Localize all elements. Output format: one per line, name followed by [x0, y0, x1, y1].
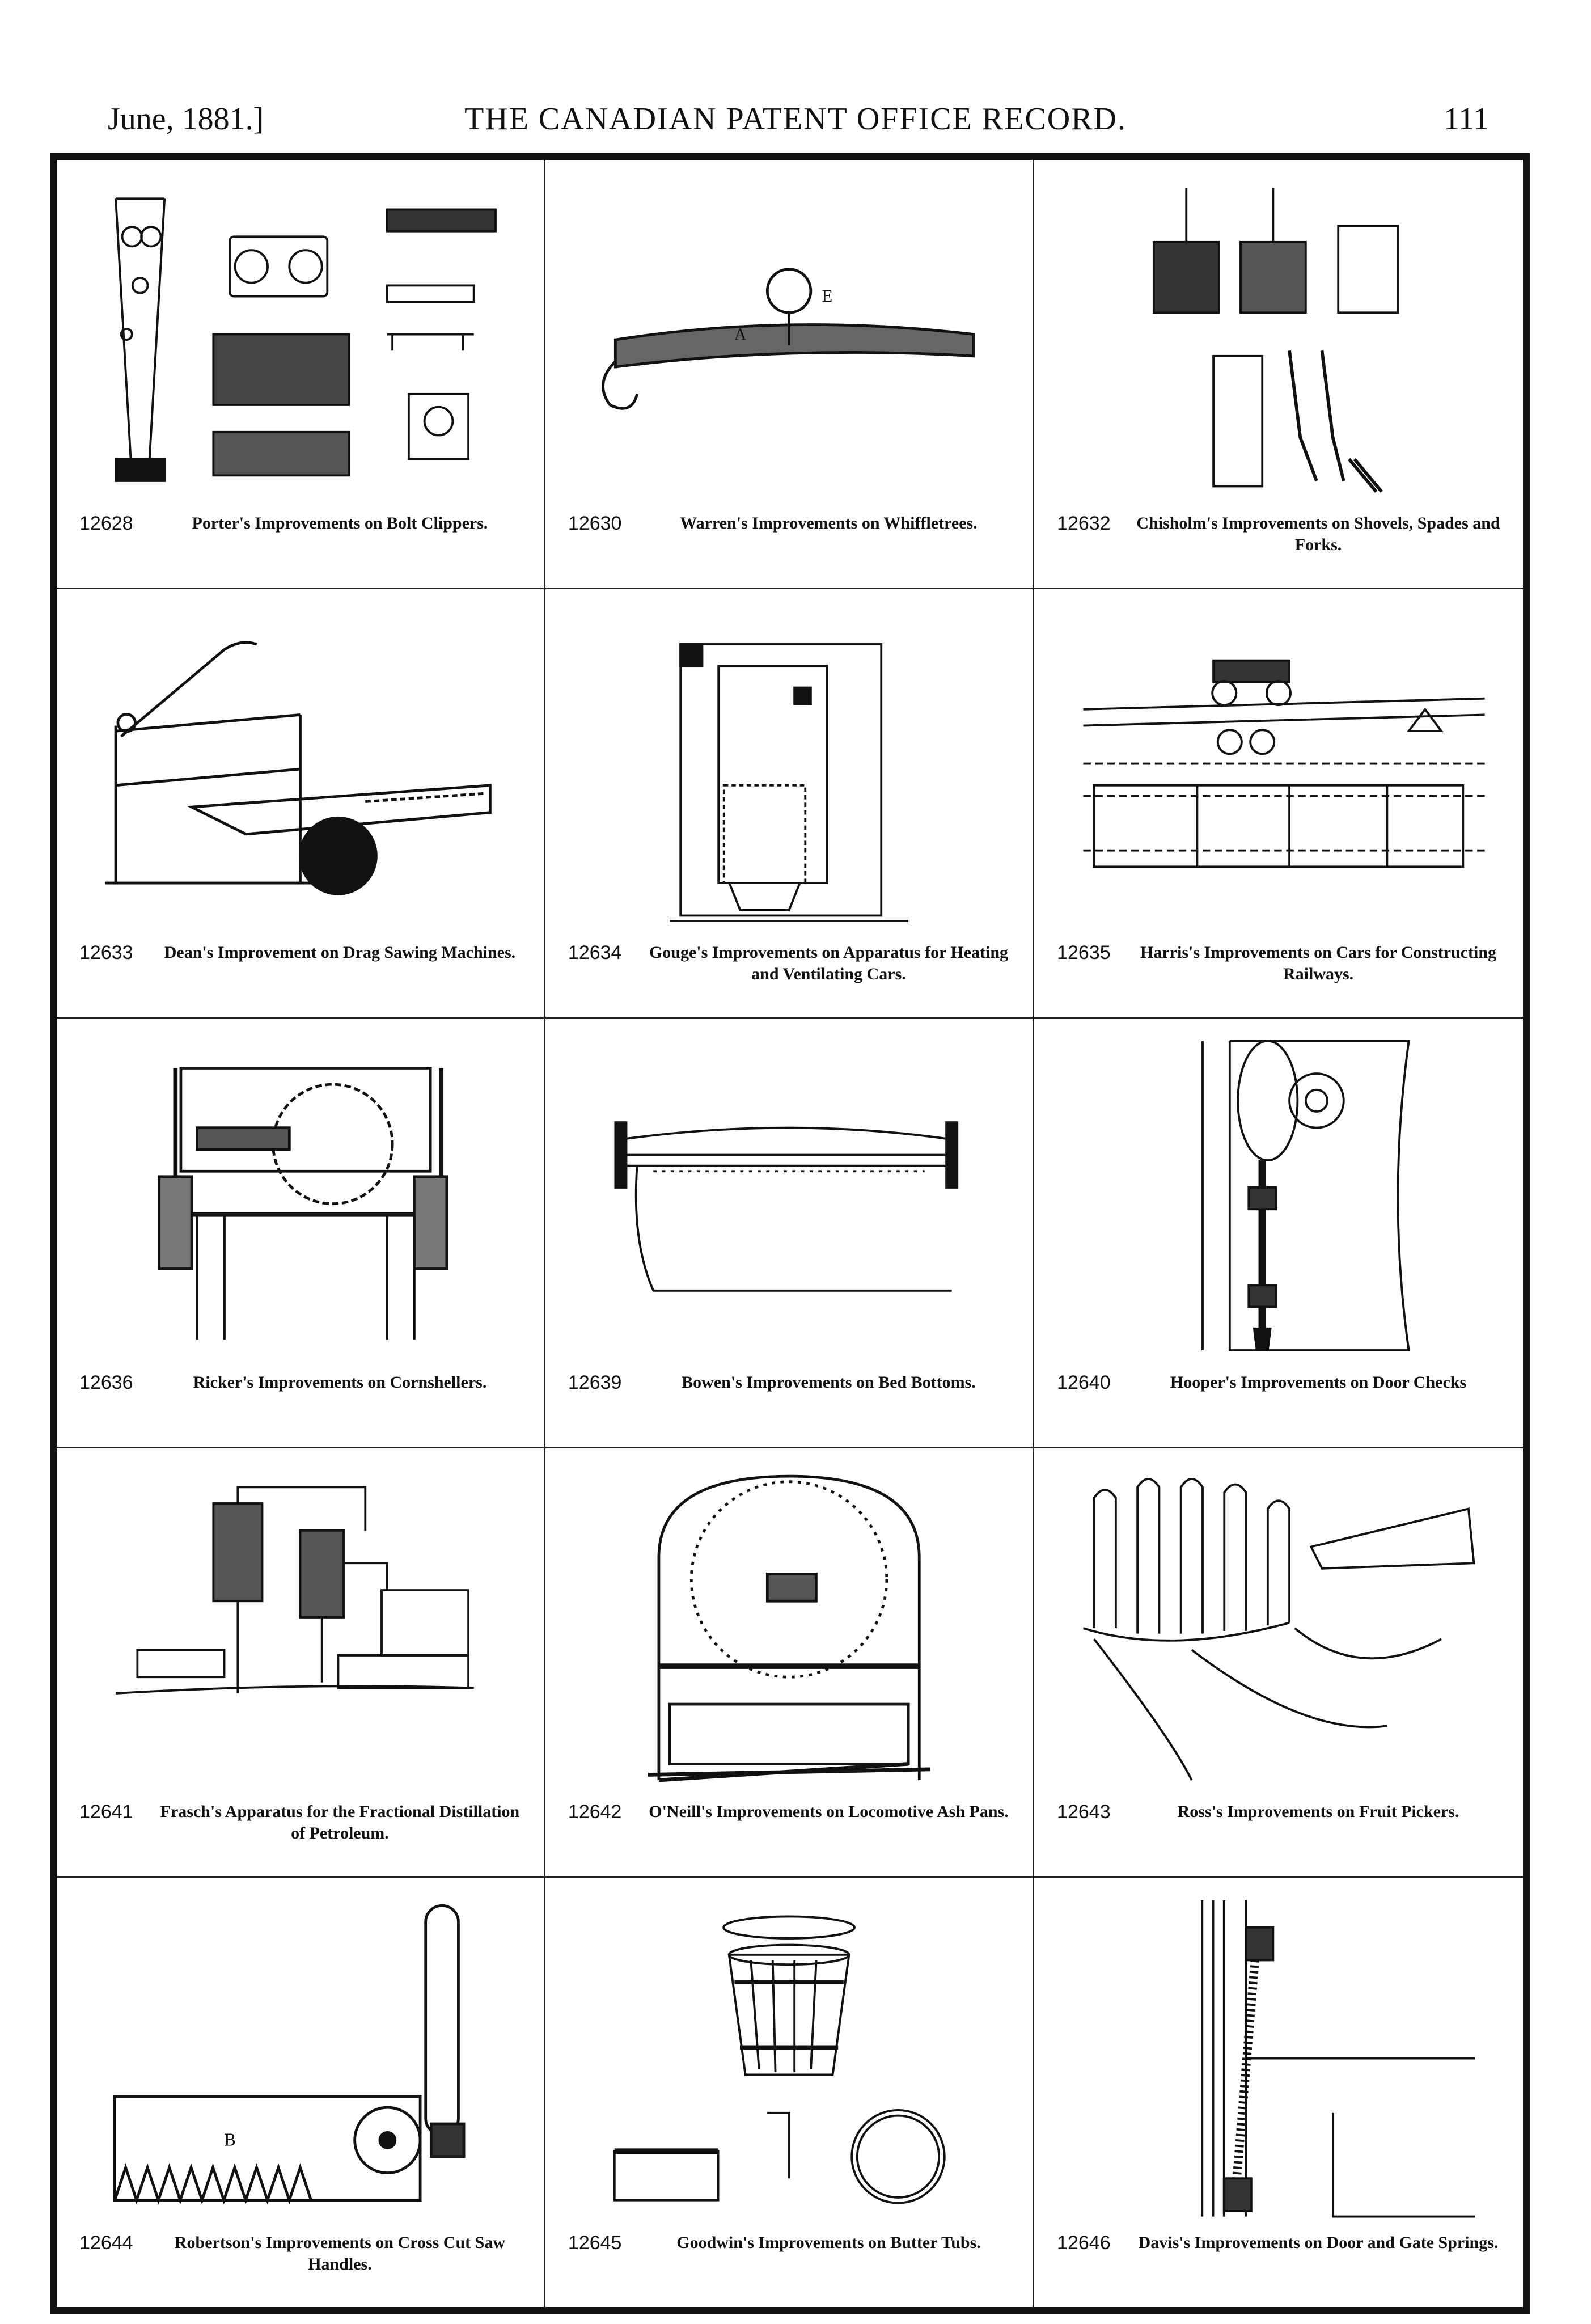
patent-title: Dean's Improvement on Drag Sawing Machin… — [164, 943, 516, 962]
page-border — [50, 153, 1530, 2314]
patent-title: Goodwin's Improvements on Butter Tubs. — [676, 2233, 981, 2252]
patent-number: 12635 — [1057, 942, 1111, 964]
patent-cell-railway-cars: 12635 Harris's Improvements on Cars for … — [1034, 589, 1523, 1019]
patent-title: Gouge's Improvements on Apparatus for He… — [649, 943, 1009, 984]
patent-cell-cornshellers: 12636 Ricker's Improvements on Cornshell… — [57, 1019, 545, 1448]
patent-number: 12646 — [1057, 2232, 1111, 2254]
patent-number: 12640 — [1057, 1371, 1111, 1393]
patent-number: 12634 — [568, 942, 622, 964]
patent-number: 12641 — [79, 1801, 133, 1823]
distillation-apparatus-illustration — [74, 1465, 527, 1791]
svg-text:B: B — [224, 2130, 236, 2149]
patent-title: Ross's Improvements on Fruit Pickers. — [1177, 1802, 1459, 1821]
patent-number: 12632 — [1057, 513, 1111, 535]
patent-title: Bowen's Improvements on Bed Bottoms. — [682, 1372, 976, 1392]
patent-cell-fruit-pickers: 12643 Ross's Improvements on Fruit Picke… — [1034, 1448, 1523, 1878]
door-spring-illustration — [1051, 1895, 1506, 2222]
header-date: June, 1881.] — [108, 102, 264, 137]
bed-bottom-illustration — [562, 1036, 1015, 1361]
patent-title: Robertson's Improvements on Cross Cut Sa… — [174, 2233, 505, 2274]
patent-cell-heating-cars: 12634 Gouge's Improvements on Apparatus … — [545, 589, 1035, 1019]
svg-text:E: E — [822, 288, 833, 306]
patent-number: 12636 — [79, 1371, 133, 1393]
bolt-clippers-illustration — [74, 177, 527, 502]
patent-title: Warren's Improvements on Whiffletrees. — [680, 514, 978, 533]
patent-title: Chisholm's Improvements on Shovels, Spad… — [1136, 514, 1500, 555]
patent-number: 12639 — [568, 1371, 622, 1393]
patent-cell-distillation: 12641 Frasch's Apparatus for the Fractio… — [57, 1448, 545, 1878]
butter-tub-illustration — [562, 1895, 1015, 2222]
patent-cell-saw-handles: B 12644 Robertson's Improvements on Cros… — [57, 1877, 545, 2307]
patent-number: 12645 — [568, 2232, 622, 2254]
patent-cell-shovels: 12632 Chisholm's Improvements on Shovels… — [1034, 160, 1523, 590]
patent-cell-door-checks: 12640 Hooper's Improvements on Door Chec… — [1034, 1019, 1523, 1448]
patent-title: Hooper's Improvements on Door Checks — [1170, 1372, 1467, 1392]
patent-cell-bed-bottoms: 12639 Bowen's Improvements on Bed Bottom… — [545, 1019, 1035, 1448]
ash-pan-illustration — [562, 1465, 1015, 1791]
patent-title: Ricker's Improvements on Cornshellers. — [193, 1372, 487, 1392]
door-check-illustration — [1051, 1036, 1506, 1361]
patent-title: Davis's Improvements on Door and Gate Sp… — [1138, 2233, 1499, 2252]
patent-cell-ash-pans: 12642 O'Neill's Improvements on Locomoti… — [545, 1448, 1035, 1878]
patent-grid: 12628 Porter's Improvements on Bolt Clip… — [57, 160, 1523, 2307]
patent-cell-butter-tubs: 12645 Goodwin's Improvements on Butter T… — [545, 1877, 1035, 2307]
patent-number: 12642 — [568, 1801, 622, 1823]
patent-title: Porter's Improvements on Bolt Clippers. — [192, 514, 488, 533]
patent-cell-door-springs: 12646 Davis's Improvements on Door and G… — [1034, 1878, 1523, 2307]
shovels-illustration — [1051, 177, 1506, 502]
patent-number: 12644 — [79, 2232, 133, 2254]
svg-text:A: A — [734, 326, 746, 344]
railway-cars-illustration — [1051, 606, 1506, 932]
patent-title: O'Neill's Improvements on Locomotive Ash… — [649, 1802, 1009, 1821]
patent-title: Harris's Improvements on Cars for Constr… — [1140, 943, 1497, 984]
saw-handle-illustration: B — [74, 1895, 527, 2222]
patent-number: 12628 — [79, 513, 133, 535]
patent-number: 12633 — [79, 942, 133, 964]
drag-saw-illustration — [74, 606, 527, 932]
whiffletree-illustration: E A — [562, 177, 1015, 502]
patent-number: 12630 — [568, 513, 622, 535]
fruit-picker-illustration — [1051, 1465, 1506, 1791]
heating-apparatus-illustration — [562, 606, 1015, 932]
patent-cell-bolt-clippers: 12628 Porter's Improvements on Bolt Clip… — [57, 160, 545, 590]
patent-number: 12643 — [1057, 1801, 1111, 1823]
patent-cell-drag-saw: 12633 Dean's Improvement on Drag Sawing … — [57, 589, 545, 1019]
patent-cell-whiffletrees: E A 12630 Warren's Improvements on Whiff… — [545, 160, 1035, 590]
cornsheller-illustration — [74, 1036, 527, 1361]
patent-title: Frasch's Apparatus for the Fractional Di… — [160, 1802, 520, 1843]
page-title: THE CANADIAN PATENT OFFICE RECORD. — [464, 102, 1127, 137]
page-number: 111 — [1444, 102, 1489, 137]
